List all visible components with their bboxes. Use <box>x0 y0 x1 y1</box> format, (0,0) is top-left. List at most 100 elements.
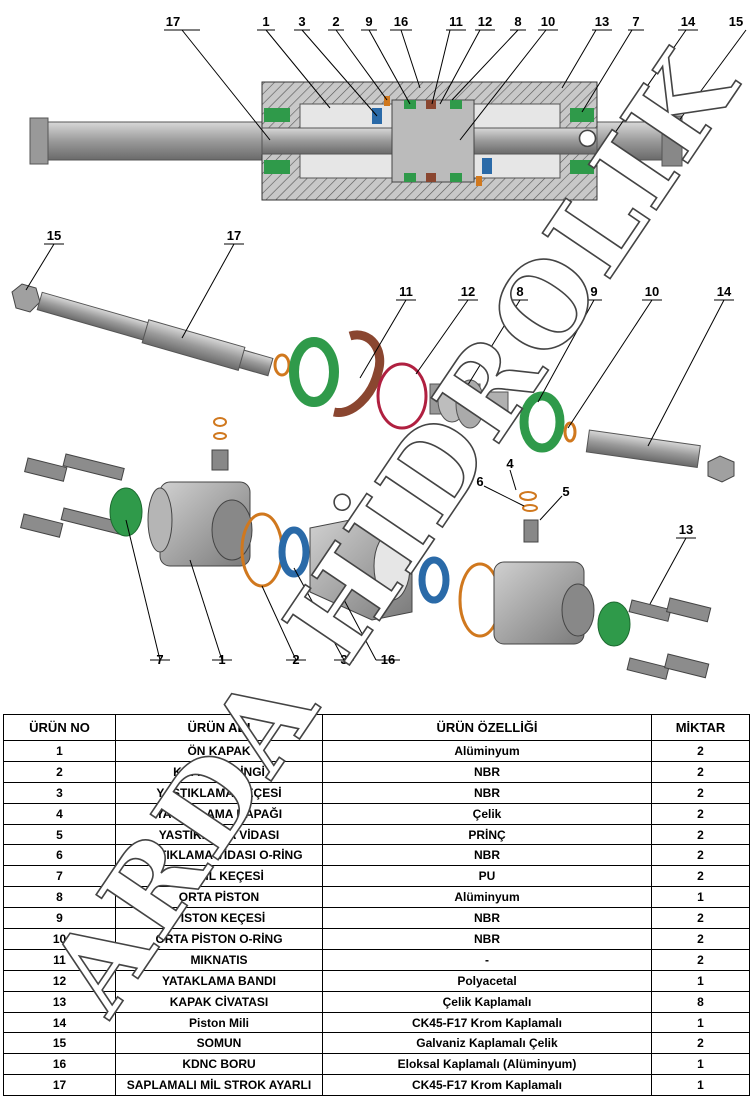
cell-quantity: 2 <box>651 948 750 971</box>
cell-part-name: SOMUN <box>115 1032 323 1055</box>
callout-2: 2 <box>332 14 339 29</box>
cell-quantity: 2 <box>651 781 750 804</box>
tube-16 <box>309 519 413 621</box>
guide-band-12 <box>376 362 428 430</box>
cell-part-no: 1 <box>3 740 116 762</box>
table-header-row: ÜRÜN NO ÜRÜN ADI ÜRÜN ÖZELLİĞİ MİKTAR <box>3 714 750 741</box>
cell-part-name: Piston Mili <box>115 1011 323 1034</box>
oring-10 <box>563 421 577 443</box>
cell-part-spec: - <box>322 948 652 971</box>
callout-10: 10 <box>541 14 555 29</box>
exploded-view <box>11 283 735 680</box>
piston-8-section <box>391 99 475 183</box>
rod-17-section <box>29 121 271 161</box>
callout-11-b: 11 <box>399 284 413 299</box>
cushion-cap-4 <box>519 491 537 501</box>
cell-quantity: 2 <box>651 907 750 930</box>
seal-9-bottom-a <box>404 173 416 182</box>
cell-part-name: YASTIKLAMA KEÇESİ <box>115 781 323 804</box>
cushion-screw-5 <box>523 519 539 543</box>
section-callout-numbers: 17 1 3 2 9 16 11 12 8 10 13 7 14 15 <box>166 14 743 29</box>
cell-quantity: 2 <box>651 1032 750 1055</box>
rear-cover <box>493 561 595 645</box>
cell-quantity: 2 <box>651 865 750 888</box>
seal-7-right-top <box>570 108 594 122</box>
oring-small-17 <box>273 353 291 377</box>
seal-7-left-bottom <box>264 160 290 174</box>
callout-15: 15 <box>729 14 743 29</box>
bolts-13-left <box>20 453 125 538</box>
cell-part-no: 6 <box>3 844 116 867</box>
exploded-assembly-drawing: 17 1 3 2 9 16 11 12 8 10 13 7 14 15 <box>11 14 747 680</box>
seal-9-top-b <box>450 100 462 109</box>
cell-part-name: ÖN MİL KEÇESİ <box>115 865 323 888</box>
cell-part-no: 9 <box>3 907 116 930</box>
cell-part-spec: CK45-F17 Krom Kaplamalı <box>322 1011 652 1034</box>
callout-6: 6 <box>476 474 483 489</box>
callout-17-b: 17 <box>227 228 241 243</box>
callout-1: 1 <box>262 14 269 29</box>
cell-part-no: 3 <box>3 781 116 804</box>
callout-15-b: 15 <box>47 228 61 243</box>
callout-3-b: 3 <box>340 652 347 667</box>
piston-rod-14 <box>585 429 701 469</box>
cell-part-spec: Çelik Kaplamalı <box>322 990 652 1013</box>
seal-7-left-top <box>264 108 290 122</box>
oring-2-right <box>476 176 482 186</box>
callout-13-b: 13 <box>679 522 693 537</box>
cushion-seal-3-right <box>482 158 492 174</box>
magnet-11 <box>333 330 385 417</box>
callout-11: 11 <box>449 14 463 29</box>
cell-part-spec: Çelik <box>322 802 652 825</box>
callout-4: 4 <box>506 456 514 471</box>
cell-part-no: 16 <box>3 1053 116 1076</box>
cell-part-name: SAPLAMALI MİL STROK AYARLI <box>115 1074 323 1097</box>
cell-part-no: 12 <box>3 969 116 992</box>
cell-part-name: PİSTON KEÇESİ <box>115 907 323 930</box>
cell-part-no: 10 <box>3 928 116 950</box>
cell-part-no: 4 <box>3 802 116 825</box>
oring-2-left <box>384 96 390 106</box>
callout-5: 5 <box>562 484 569 499</box>
cell-part-name: YASTIKLAMA KAPAĞI <box>115 802 323 825</box>
cell-part-spec: CK45-F17 Krom Kaplamalı <box>322 1074 652 1097</box>
callout-16: 16 <box>394 14 408 29</box>
cell-quantity: 2 <box>651 928 750 950</box>
cell-part-no: 8 <box>3 886 116 909</box>
cell-part-spec: NBR <box>322 844 652 867</box>
nut-15-right <box>707 455 735 483</box>
callout-7: 7 <box>632 14 639 29</box>
cell-part-no: 17 <box>3 1074 116 1097</box>
callout-9-b: 9 <box>590 284 597 299</box>
cell-quantity: 1 <box>651 969 750 992</box>
cell-part-spec: Galvaniz Kaplamalı Çelik <box>322 1032 652 1055</box>
section-callouts <box>164 29 747 141</box>
callout-3: 3 <box>298 14 305 29</box>
front-cover-1 <box>147 481 253 567</box>
cell-part-name: KDNC BORU <box>115 1053 323 1076</box>
cell-part-name: ORTA PİSTON <box>115 886 323 909</box>
nut-15 <box>11 283 41 313</box>
cell-part-spec: Eloksal Kaplamalı (Alüminyum) <box>322 1053 652 1076</box>
seal-9-top-a <box>404 100 416 109</box>
cell-part-spec: PU <box>322 865 652 888</box>
cell-part-name: YASTIKLAMA VİDASI O-RİNG <box>115 844 323 867</box>
rod-seal-7-c <box>597 601 631 647</box>
callout-8: 8 <box>514 14 521 29</box>
cell-part-no: 7 <box>3 865 116 888</box>
callout-16-b: 16 <box>381 652 395 667</box>
cell-quantity: 1 <box>651 1053 750 1076</box>
cell-part-name: ORTA PİSTON O-RİNG <box>115 928 323 950</box>
cell-part-spec: Polyacetal <box>322 969 652 992</box>
callout-12: 12 <box>478 14 492 29</box>
magnet-11-bottom <box>426 173 436 182</box>
